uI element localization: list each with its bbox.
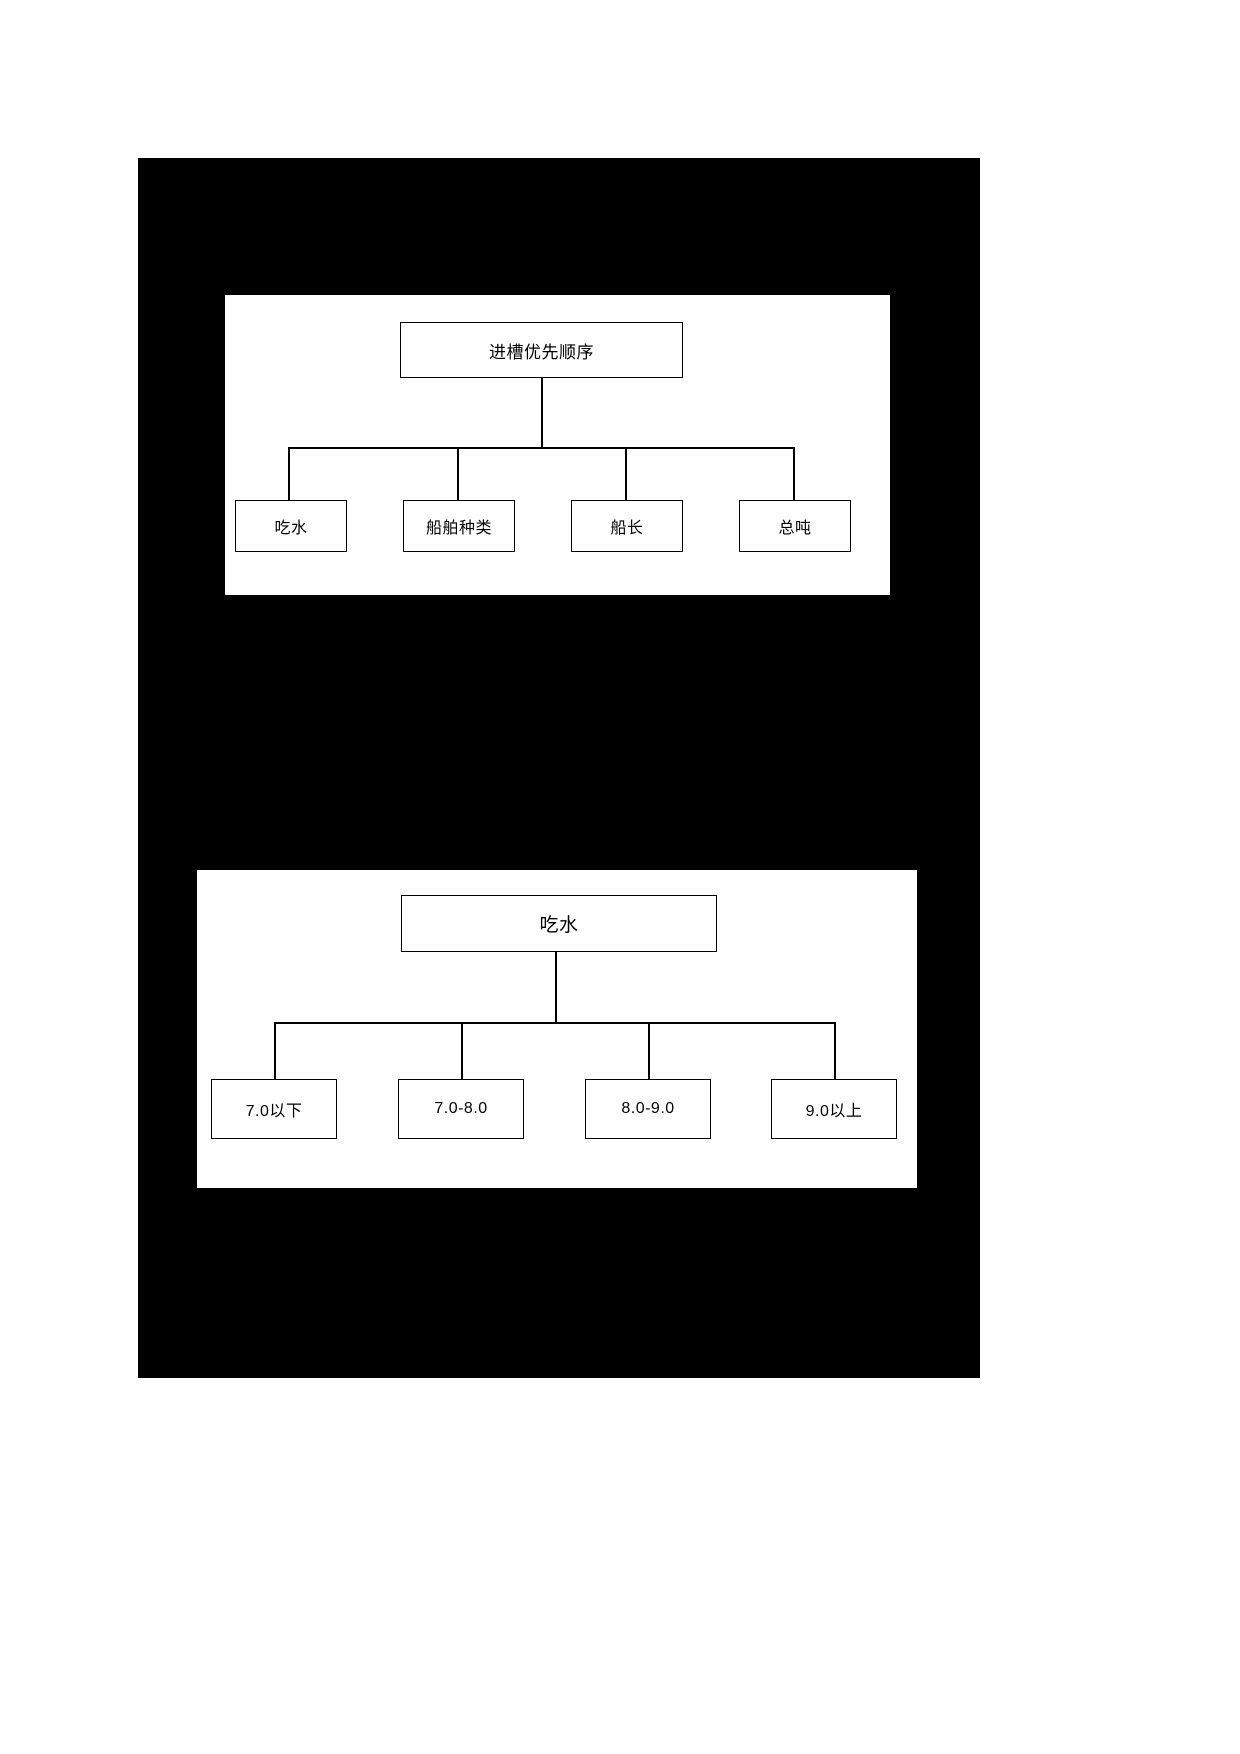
connector-drop-1 <box>274 1022 276 1079</box>
diagram-panel-draft-ranges: 吃水 7.0以下 7.0-8.0 8.0-9.0 9.0以上 <box>197 870 917 1188</box>
connector-bus <box>274 1022 834 1024</box>
connector-drop-2 <box>457 447 459 500</box>
connector-drop-3 <box>648 1022 650 1079</box>
node-leaf-draft-above-9[interactable]: 9.0以上 <box>771 1079 897 1139</box>
diagram-panel-entry-priority-order: 进槽优先顺序 吃水 船舶种类 船长 总吨 <box>225 295 890 595</box>
connector-root-stem <box>555 952 557 1023</box>
node-root-draft[interactable]: 吃水 <box>401 895 717 952</box>
node-leaf-gross-tonnage[interactable]: 总吨 <box>739 500 851 552</box>
node-leaf-vessel-type[interactable]: 船舶种类 <box>403 500 515 552</box>
connector-bus <box>288 447 794 449</box>
node-leaf-vessel-length[interactable]: 船长 <box>571 500 683 552</box>
node-leaf-draft-8-to-9[interactable]: 8.0-9.0 <box>585 1079 711 1139</box>
node-leaf-draft-7-to-8[interactable]: 7.0-8.0 <box>398 1079 524 1139</box>
connector-drop-2 <box>461 1022 463 1079</box>
connector-drop-1 <box>288 447 290 500</box>
connector-drop-4 <box>834 1022 836 1079</box>
connector-drop-3 <box>625 447 627 500</box>
connector-root-stem <box>541 378 543 448</box>
node-leaf-draft[interactable]: 吃水 <box>235 500 347 552</box>
node-leaf-draft-below-7[interactable]: 7.0以下 <box>211 1079 337 1139</box>
node-root-entry-priority-order[interactable]: 进槽优先顺序 <box>400 322 683 378</box>
connector-drop-4 <box>793 447 795 500</box>
